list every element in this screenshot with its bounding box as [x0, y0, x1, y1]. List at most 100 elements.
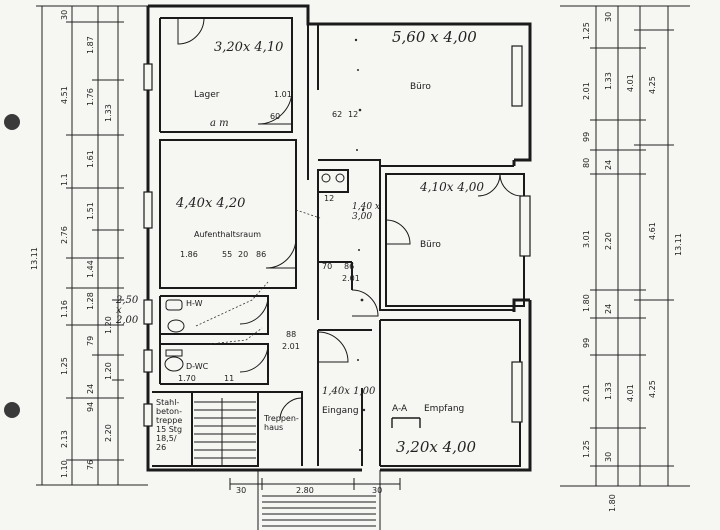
wc-size-note: 2,50 x 2,00 [116, 295, 139, 326]
left-mid-dim-9: 1.76 [86, 88, 95, 106]
left-inner-dim-2: 1.20 [104, 362, 113, 380]
right-c2-dim-2: 1.33 [604, 72, 613, 90]
left-mid-dim-5: 1.28 [86, 292, 95, 310]
left-dim-2: 2.13 [60, 430, 69, 448]
lager-note: a m [210, 118, 229, 129]
misc-dim-9: 86 [344, 262, 355, 271]
right-dim-7: 99 [582, 337, 591, 348]
flur-size: 1,40 x 3,00 [352, 202, 380, 222]
right-dim-6: 1.80 [582, 294, 591, 312]
right-dim-2: 2.01 [582, 82, 591, 100]
right-c3-dim-2: 4.01 [626, 384, 635, 402]
right-c2-dim-5: 24 [604, 303, 613, 314]
right-c4-dim-1: 4.25 [648, 76, 657, 94]
annotation-leaders [195, 209, 321, 345]
right-c2-dim-4: 2.20 [604, 232, 613, 250]
right-total-dim: 13.11 [674, 233, 683, 256]
room-label-buero-mid: Büro [420, 240, 441, 250]
room-label-buero-top: Büro [410, 82, 431, 92]
right-dim-1: 1.25 [582, 22, 591, 40]
right-dim-5: 3.01 [582, 230, 591, 248]
room-label-eingang: Eingang [322, 406, 359, 416]
right-dim-3: 99 [582, 131, 591, 142]
bottom-dim-3: 30 [372, 486, 383, 495]
left-dim-1: 1.10 [60, 460, 69, 478]
bottom-dim-2: 2.80 [296, 486, 314, 495]
right-c2-dim-1: 30 [604, 11, 613, 22]
left-inner-dim-4: 1.33 [104, 104, 113, 122]
misc-dim-10: 2.01 [342, 274, 360, 283]
door-swings [177, 17, 523, 421]
room-label-empfang: Empfang [424, 404, 465, 414]
punch-hole-top [4, 114, 20, 130]
right-dim-8: 2.01 [582, 384, 591, 402]
right-c2-dim-7: 30 [604, 451, 613, 462]
stair-line-1: Stahl- [156, 398, 180, 407]
left-dim-6: 1.1 [60, 173, 69, 186]
misc-dim-12: 1.01 [274, 90, 292, 99]
sanitary-fixtures [164, 173, 345, 372]
misc-dim-4: 86 [256, 250, 267, 259]
misc-dim-5: 2.01 [282, 342, 300, 351]
stair-line-5: 18,5/ [156, 434, 177, 443]
aufenthalt-size: 4,40x 4,20 [176, 196, 246, 211]
right-dim-9: 1.25 [582, 440, 591, 458]
stair-line-6: 26 [156, 443, 167, 452]
left-total-dim: 13.11 [30, 247, 39, 270]
left-mid-dim-10: 1.87 [86, 36, 95, 54]
inner-walls [152, 17, 525, 467]
misc-dim-3: 20 [238, 250, 249, 259]
stair-line-3: treppe [156, 416, 183, 425]
entrance-steps [229, 470, 401, 530]
punch-hole-bottom [4, 402, 20, 418]
scan-artifacts [354, 38, 366, 451]
left-mid-dim-2: 94 [86, 401, 95, 412]
right-c2-dim-3: 24 [604, 159, 613, 170]
stair-line-2: beton- [156, 407, 182, 416]
section-line [391, 417, 421, 428]
room-label-hw: H-W [186, 299, 203, 308]
empfang-size: 3,20x 4,00 [396, 438, 477, 456]
left-dim-3: 1.25 [60, 357, 69, 375]
room-label-aufenthaltsraum: Aufenthaltsraum [194, 230, 262, 239]
right-c2-dim-6: 1.33 [604, 382, 613, 400]
left-inner-dim-3: 1.20 [104, 316, 113, 334]
room-label-lager: Lager [194, 90, 220, 100]
misc-dim-16: 12 [348, 110, 359, 119]
section-label: A-A [392, 404, 408, 414]
misc-dim-1: 1.86 [180, 250, 198, 259]
left-dim-5: 2.76 [60, 226, 69, 244]
left-dim-4: 1.16 [60, 300, 69, 318]
right-c4-dim-2: 4.61 [648, 222, 657, 240]
right-dim-4: 80 [582, 157, 591, 168]
eingang-size: 1,40x 1,00 [322, 386, 376, 397]
left-mid-dim-1: 76 [86, 459, 95, 470]
left-dimension-lines [36, 5, 148, 486]
misc-dim-8: 70 [322, 262, 333, 271]
misc-dim-15: 62 [332, 110, 343, 119]
misc-dim-13: 12 [324, 194, 335, 203]
left-mid-dim-8: 1.61 [86, 150, 95, 168]
right-c3-dim-1: 4.01 [626, 74, 635, 92]
misc-dim-6: 1.70 [178, 374, 196, 383]
bottom-dim-1: 30 [236, 486, 247, 495]
left-inner-dim-1: 2.20 [104, 424, 113, 442]
left-dim-8: 30 [60, 9, 69, 20]
stair-line-4: 15 Stg [156, 425, 183, 434]
left-dim-7: 4.51 [60, 86, 69, 104]
misc-dim-7: 11 [224, 374, 235, 383]
misc-dim-2: 55 [222, 250, 233, 259]
misc-dim-17: 1.80 [608, 494, 617, 512]
room-label-dwc: D-WC [186, 362, 209, 371]
right-c4-dim-3: 4.25 [648, 380, 657, 398]
buero-mid-size: 4,10x 4,00 [420, 180, 485, 194]
misc-dim-14: 88 [286, 330, 297, 339]
lager-size: 3,20x 4,10 [214, 40, 284, 55]
windows [143, 45, 531, 427]
buero-top-size: 5,60 x 4,00 [392, 28, 477, 46]
left-mid-dim-6: 1.44 [86, 260, 95, 278]
misc-dim-11: 60 [270, 112, 281, 121]
room-label-treppenhaus: Treppen- haus [264, 414, 299, 432]
